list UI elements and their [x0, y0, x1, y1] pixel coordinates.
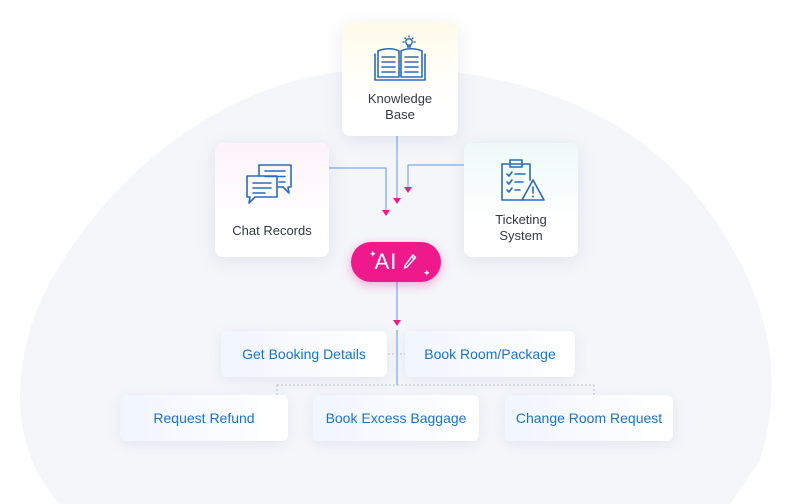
clipboard-warning-icon — [501, 159, 545, 201]
open-book-lightbulb-icon — [374, 35, 426, 81]
output-label: Get Booking Details — [242, 346, 366, 362]
output-change-room-request: Change Room Request — [505, 395, 673, 441]
knowledge-base-label: Knowledge Base — [368, 91, 432, 123]
sparkle-icon: ✦ — [423, 268, 431, 278]
chat-records-card: Chat Records — [215, 143, 329, 257]
ticketing-system-label: Ticketing System — [495, 212, 547, 244]
chat-bubbles-icon — [246, 164, 292, 204]
output-label: Book Excess Baggage — [325, 410, 467, 426]
ticketing-system-label-line2: System — [499, 228, 543, 243]
output-get-booking-details: Get Booking Details — [221, 331, 387, 377]
sparkle-icon: ✦ — [369, 249, 377, 259]
ticketing-system-card: Ticketing System — [464, 143, 578, 257]
ticketing-system-label-line1: Ticketing — [495, 212, 547, 227]
arrowhead-ticketing — [404, 187, 412, 193]
output-book-room-package: Book Room/Package — [405, 331, 575, 377]
output-label: Request Refund — [153, 410, 255, 426]
ai-node: ✦ ✦ AI — [351, 242, 441, 282]
output-book-excess-baggage: Book Excess Baggage — [313, 395, 479, 441]
arrowhead-chat — [382, 210, 390, 216]
knowledge-base-card: Knowledge Base — [342, 22, 458, 136]
arrowhead-knowledge — [393, 198, 401, 204]
arrowhead-output — [393, 320, 401, 326]
output-request-refund: Request Refund — [120, 395, 288, 441]
output-label: Book Room/Package — [424, 346, 556, 362]
output-label: Change Room Request — [515, 410, 663, 426]
ai-label: AI — [374, 249, 398, 274]
chat-records-label: Chat Records — [232, 223, 312, 238]
magic-pen-icon — [404, 254, 417, 269]
knowledge-base-label-line1: Knowledge — [367, 91, 433, 106]
knowledge-base-label-line2: Base — [385, 107, 415, 122]
